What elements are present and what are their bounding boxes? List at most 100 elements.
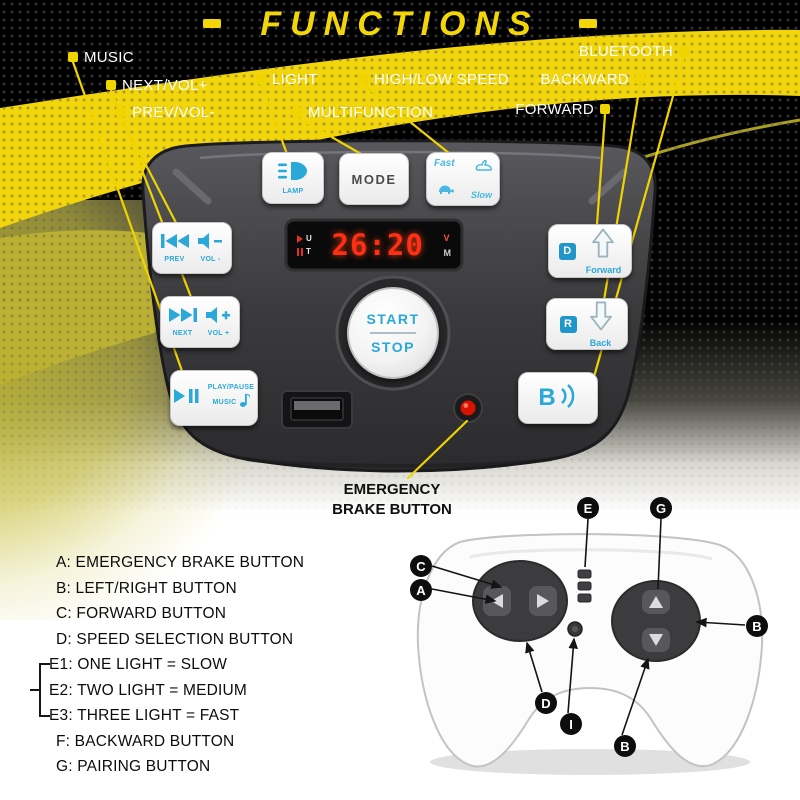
display-time: 26:20 bbox=[331, 228, 424, 262]
volume-minus-icon bbox=[197, 233, 224, 254]
title-dash-left bbox=[203, 19, 221, 28]
forward-gear-button: D Forward bbox=[548, 224, 632, 278]
d-chip: D bbox=[558, 242, 576, 260]
play-indicator-icon bbox=[297, 234, 303, 243]
bullet-light bbox=[256, 74, 266, 84]
prev-label: PREV bbox=[164, 256, 185, 263]
remote-body bbox=[416, 533, 764, 768]
panel-chevron-right bbox=[588, 168, 628, 205]
bullet-backward bbox=[635, 74, 645, 84]
remote-label-e: E bbox=[577, 497, 599, 519]
callout-next-vol: NEXT/VOL+ bbox=[122, 77, 208, 94]
forward-label: Forward bbox=[585, 264, 622, 275]
legend-list: A: EMERGENCY BRAKE BUTTON B: LEFT/RIGHT … bbox=[36, 550, 304, 780]
remote-left-pad bbox=[472, 560, 568, 642]
turtle-icon bbox=[436, 181, 454, 199]
legend-item-e1: E1: ONE LIGHT = SLOW bbox=[49, 656, 228, 673]
callout-multifunction: MULTIFUNCTION bbox=[308, 104, 434, 121]
next-volume-up-button: NEXT VOL + bbox=[160, 296, 240, 348]
next-icon bbox=[168, 307, 197, 328]
remote-label-d: D bbox=[535, 692, 557, 714]
up-arrow-icon bbox=[649, 596, 663, 608]
legend-item-e2: E2: TWO LIGHT = MEDIUM bbox=[49, 681, 248, 699]
bullet-high-low-speed bbox=[358, 74, 368, 84]
pause-indicator-icon bbox=[297, 247, 303, 256]
legend-item-e3: E3: THREE LIGHT = FAST bbox=[49, 707, 240, 724]
display-v: V bbox=[443, 232, 450, 243]
callout-high-low-speed: HIGH/LOW SPEED bbox=[374, 71, 510, 88]
volume-plus-icon bbox=[205, 307, 232, 328]
lamp-button: LAMP bbox=[262, 152, 324, 204]
play-pause-label: PLAY/PAUSE bbox=[207, 384, 255, 391]
legend-item-a: A: EMERGENCY BRAKE BUTTON bbox=[56, 554, 305, 571]
down-arrow-icon bbox=[649, 634, 663, 646]
remote-small-button bbox=[567, 621, 583, 637]
prev-volume-down-button: PREV VOL - bbox=[152, 222, 232, 274]
start-label: START bbox=[366, 311, 420, 327]
slow-label: Slow bbox=[470, 190, 492, 200]
callout-music: MUSIC bbox=[84, 49, 134, 66]
bullet-forward bbox=[600, 104, 610, 114]
lamp-label: LAMP bbox=[282, 188, 304, 195]
display-u: U bbox=[306, 234, 312, 243]
remote-label-b-right: B bbox=[746, 615, 768, 637]
prev-icon bbox=[160, 233, 189, 254]
music-note-icon bbox=[239, 393, 250, 412]
headlight-icon bbox=[278, 161, 308, 186]
speed-fast-slow-button: Fast Slow bbox=[426, 152, 500, 206]
remote-label-g: G bbox=[650, 497, 672, 519]
next-label: NEXT bbox=[172, 330, 193, 337]
callout-light: LIGHT bbox=[272, 71, 318, 88]
legend-item-c: C: FORWARD BUTTON bbox=[56, 605, 227, 622]
panel-chevron-left bbox=[172, 168, 212, 205]
bullet-music bbox=[68, 52, 78, 62]
bullet-bluetooth bbox=[679, 46, 689, 56]
vol-plus-label: VOL + bbox=[207, 330, 230, 337]
remote-annotation-lines bbox=[431, 518, 746, 736]
legend-item-b: B: LEFT/RIGHT BUTTON bbox=[56, 579, 237, 597]
play-pause-icon bbox=[173, 388, 200, 409]
callout-bluetooth: BLUETOOTH bbox=[578, 43, 673, 60]
fast-label: Fast bbox=[434, 158, 455, 169]
legend-item-g: G: PAIRING BUTTON bbox=[56, 758, 211, 775]
music-label: MUSIC bbox=[212, 399, 237, 406]
rabbit-icon bbox=[473, 158, 493, 177]
digital-display: U T 26:20 V M bbox=[288, 222, 460, 268]
vol-minus-label: VOL - bbox=[200, 256, 221, 263]
play-pause-music-button: PLAY/PAUSE MUSIC bbox=[170, 370, 258, 426]
start-stop-divider bbox=[370, 332, 416, 334]
bluetooth-waves-icon bbox=[560, 383, 578, 413]
right-arrow-icon bbox=[537, 594, 549, 608]
bluetooth-button: B bbox=[518, 372, 598, 424]
up-arrow-outline-icon bbox=[589, 228, 617, 263]
bullet-multifunction bbox=[292, 107, 302, 117]
remote-label-b-bottom: B bbox=[614, 735, 636, 757]
callout-forward: FORWARD bbox=[515, 101, 594, 118]
remote-right-pad bbox=[611, 580, 701, 662]
usb-port bbox=[281, 390, 353, 429]
emergency-brake-label: EMERGENCY BRAKE BUTTON bbox=[332, 481, 452, 519]
emergency-brake-button bbox=[453, 393, 483, 423]
legend-item-f: F: BACKWARD BUTTON bbox=[56, 732, 235, 750]
mode-button: MODE bbox=[339, 153, 409, 205]
back-gear-button: R Back bbox=[546, 298, 628, 350]
down-arrow-outline-icon bbox=[587, 301, 615, 336]
legend-bracket bbox=[30, 663, 50, 717]
remote-led-indicators bbox=[577, 569, 592, 603]
remote-control bbox=[416, 533, 764, 775]
callout-backward: BACKWARD bbox=[540, 71, 629, 88]
display-m: M bbox=[443, 247, 452, 258]
remote-label-c: C bbox=[410, 555, 432, 577]
callout-prev-vol: PREV/VOL- bbox=[132, 104, 215, 121]
left-arrow-icon bbox=[491, 594, 503, 608]
title-dash-right bbox=[579, 19, 597, 28]
page-title: FUNCTIONS bbox=[260, 5, 540, 43]
display-bezel bbox=[284, 218, 464, 272]
back-label: Back bbox=[589, 337, 612, 348]
remote-label-i: I bbox=[560, 713, 582, 735]
start-stop-button: START STOP bbox=[347, 287, 439, 379]
stop-label: STOP bbox=[371, 339, 415, 355]
display-t: T bbox=[306, 247, 311, 256]
bullet-next-vol bbox=[106, 80, 116, 90]
